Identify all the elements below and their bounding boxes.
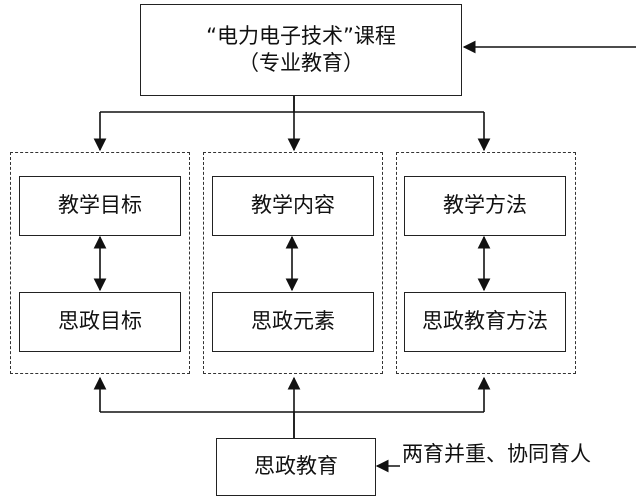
teaching-content-box: 教学内容 [212, 176, 374, 236]
teaching-objectives-box: 教学目标 [19, 176, 181, 236]
teaching-content-label: 教学内容 [251, 193, 335, 218]
ideology-elements-box: 思政元素 [212, 292, 374, 352]
ideology-methods-label: 思政教育方法 [422, 309, 548, 334]
group-objectives [10, 152, 190, 374]
teaching-objectives-label: 教学目标 [58, 193, 142, 218]
course-box: “电力电子技术”课程 （专业教育） [140, 4, 462, 96]
ideology-objectives-label: 思政目标 [58, 309, 142, 334]
ideology-objectives-box: 思政目标 [19, 292, 181, 352]
group-methods [396, 152, 576, 374]
ideology-education-label: 思政教育 [254, 454, 338, 479]
course-subtitle: （专业教育） [238, 51, 364, 75]
group-content [203, 152, 383, 374]
side-label: 两育并重、协同育人 [402, 442, 591, 466]
course-title: “电力电子技术”课程 [206, 23, 396, 48]
ideology-education-box: 思政教育 [216, 438, 376, 496]
ideology-elements-label: 思政元素 [251, 309, 335, 334]
teaching-methods-box: 教学方法 [404, 176, 566, 236]
teaching-methods-label: 教学方法 [443, 193, 527, 218]
ideology-methods-box: 思政教育方法 [404, 292, 566, 352]
